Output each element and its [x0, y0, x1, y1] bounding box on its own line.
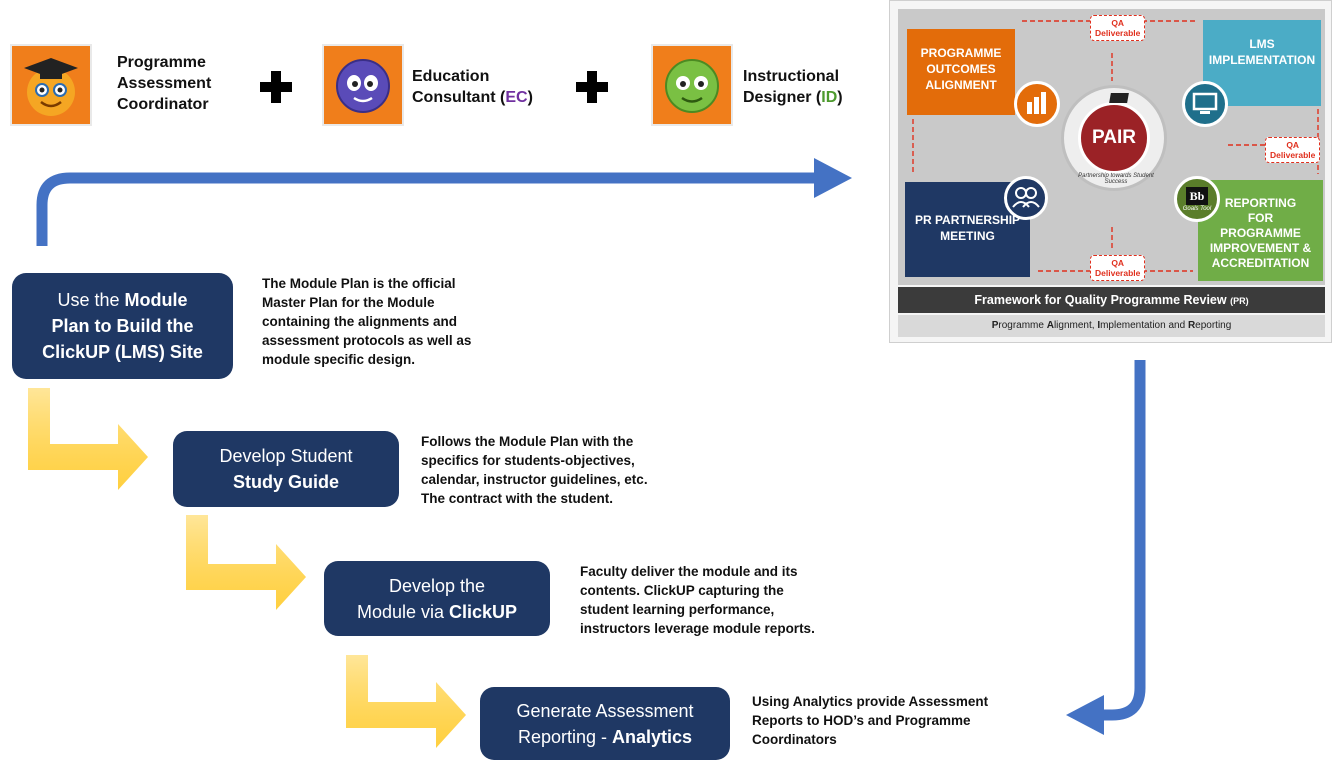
step-text: Develop Student	[219, 446, 353, 466]
description-study-guide: Follows the Module Plan with the specifi…	[421, 434, 648, 506]
role-text: )	[837, 89, 843, 106]
role-text: Consultant (	[412, 89, 506, 106]
people-icon	[1004, 176, 1048, 220]
subtitle-text: rogramme	[998, 320, 1047, 331]
yellow-arrow-1	[28, 388, 148, 490]
step-text: Generate Assessment	[516, 700, 694, 721]
role-text: Assessment	[117, 75, 212, 92]
subtitle-initial: I	[1097, 320, 1101, 331]
step-text-bold: Study Guide	[232, 472, 339, 492]
quadrant-outcomes-alignment: PROGRAMME OUTCOMES ALIGNMENT	[907, 29, 1015, 115]
computer-icon	[1182, 81, 1228, 127]
role-abbr: ID	[821, 89, 838, 106]
coordinator-avatar	[10, 44, 92, 126]
step-text-bold: ClickUP	[449, 601, 518, 622]
subtitle-initial: A	[1046, 320, 1054, 331]
qa-deliverable-right: QA Deliverable	[1265, 137, 1321, 163]
step-study-guide: Develop Student Study Guide	[173, 431, 399, 507]
role-text: Instructional	[743, 68, 840, 85]
description-develop-module: Faculty deliver the module and its conte…	[580, 564, 815, 636]
blue-arrow-top	[36, 158, 852, 246]
subtitle-initial: P	[991, 320, 999, 331]
step-text: Module via	[356, 601, 450, 622]
yellow-arrow-2	[186, 515, 306, 610]
framework-title-text: Framework for Quality Programme Review	[974, 293, 1227, 307]
role-text: Education	[412, 68, 490, 85]
graduation-cap-icon	[1109, 93, 1129, 103]
step-text-bold: Plan to Build the	[51, 316, 194, 336]
blue-arrow-right	[1066, 360, 1146, 735]
pair-tagline: Partnership towards Student Success	[1078, 173, 1154, 185]
bb-caption: Goals Tool	[1182, 206, 1212, 212]
description-analytics: Using Analytics provide Assessment Repor…	[752, 694, 989, 747]
description-module-plan: The Module Plan is the official Master P…	[262, 276, 472, 367]
plus-icon	[576, 71, 608, 103]
framework-title-suffix: (PR)	[1230, 296, 1249, 306]
pair-center: PAIR	[1078, 102, 1150, 174]
step-text: Use the	[57, 290, 125, 310]
subtitle-text: mplementation and	[1100, 320, 1188, 331]
step-develop-module: Develop the Module via ClickUP	[324, 561, 550, 636]
qa-deliverable-bottom: QA Deliverable	[1090, 255, 1146, 281]
role-text: )	[527, 89, 533, 106]
consultant-avatar	[322, 44, 404, 126]
qa-deliverable-top: QA Deliverable	[1090, 15, 1146, 41]
bb-badge: Bb	[1186, 187, 1208, 205]
step-text: Develop the	[388, 575, 486, 596]
step-text: Reporting -	[517, 726, 612, 747]
framework-title: Framework for Quality Programme Review (…	[898, 287, 1325, 313]
role-text: Coordinator	[117, 96, 209, 113]
step-text-bold: ClickUP (LMS) Site	[42, 342, 203, 362]
quadrant-partnership-meeting: PR PARTNERSHIP MEETING	[905, 182, 1030, 277]
role-abbr: EC	[505, 89, 528, 106]
pair-framework-panel: PROGRAMME OUTCOMES ALIGNMENT LMS IMPLEME…	[889, 0, 1332, 343]
subtitle-initial: R	[1187, 320, 1196, 331]
role-text: Programme	[117, 54, 206, 71]
yellow-arrow-3	[346, 655, 466, 748]
designer-avatar	[651, 44, 733, 126]
step-module-plan: Use the Module Plan to Build the ClickUP…	[12, 273, 233, 379]
framework-subtitle: Programme Alignment, Implementation and …	[898, 315, 1325, 337]
role-text: Designer (	[743, 89, 822, 106]
subtitle-text: eporting	[1195, 320, 1232, 331]
plus-icon	[260, 71, 292, 103]
step-text-bold: Module	[124, 290, 188, 310]
step-analytics: Generate Assessment Reporting - Analytic…	[480, 687, 730, 760]
blackboard-goals-icon: Bb Goals Tool	[1174, 176, 1220, 222]
framework-canvas: PROGRAMME OUTCOMES ALIGNMENT LMS IMPLEME…	[898, 9, 1325, 285]
step-text-bold: Analytics	[612, 726, 693, 747]
alignment-icon	[1014, 81, 1060, 127]
subtitle-text: lignment,	[1053, 320, 1098, 331]
